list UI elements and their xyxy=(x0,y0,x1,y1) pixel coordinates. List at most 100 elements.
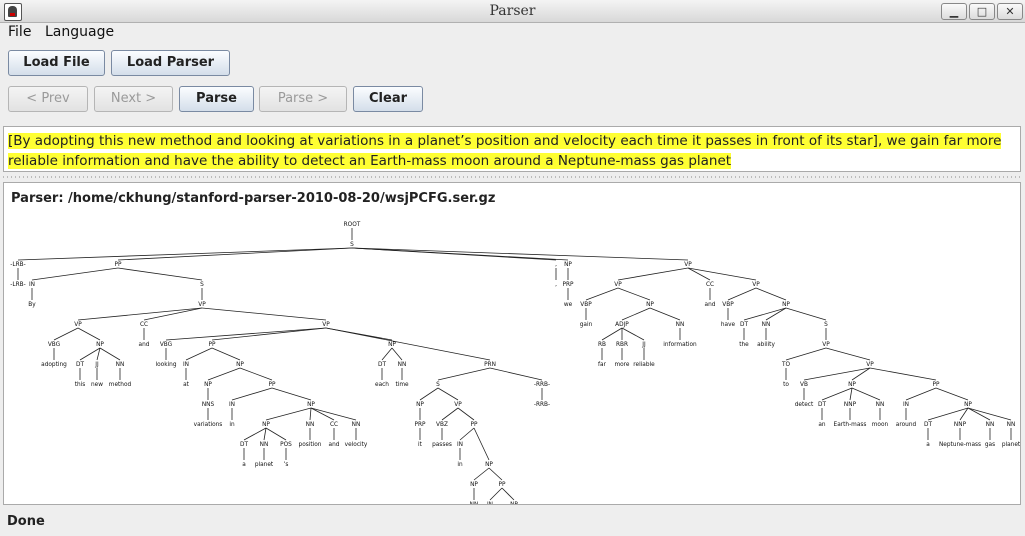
tree-node-np4: NP xyxy=(307,402,315,408)
tree-node-in_at: IN xyxy=(183,362,189,368)
tree-node-w_neptune: Neptune-mass xyxy=(939,442,981,448)
tree-node-adjp: ADJP xyxy=(615,322,629,328)
tree-node-np2: NP xyxy=(236,362,244,368)
tree-edge-prn xyxy=(325,327,491,361)
close-button[interactable]: ✕ xyxy=(997,3,1023,20)
tree-node-pp2: PP xyxy=(209,342,216,348)
maximize-button[interactable]: □ xyxy=(969,3,995,20)
tree-edge-np1 xyxy=(77,327,101,341)
sentence-line-2: reliable information and have the abilit… xyxy=(8,153,732,169)
tree-node-in_in1: IN xyxy=(229,402,235,408)
tree-edge-nn8 xyxy=(649,307,681,321)
tree-edge-dt3 xyxy=(381,347,393,361)
tree-edge-vp4 xyxy=(437,387,459,401)
tree-node-rbr: RBR xyxy=(616,342,628,348)
tree-edge-vp6 xyxy=(617,267,689,281)
tree-node-pos1: POS xyxy=(280,442,292,448)
tree-edge-nn11 xyxy=(967,407,991,421)
tree-node-dt4: DT xyxy=(740,322,748,328)
tree-node-w_a2: a xyxy=(926,442,930,448)
tree-node-dt1: DT xyxy=(76,362,84,368)
tree-node-nn3: NN xyxy=(306,422,315,428)
tree-node-jj2: JJ xyxy=(641,342,646,348)
tree-edge-in_at xyxy=(185,347,213,361)
tree-node-vp7: VP xyxy=(752,282,760,288)
tree-edge-to xyxy=(785,347,827,361)
tree-edge-in_in2 xyxy=(459,427,475,441)
tree-edge-vp9 xyxy=(825,347,871,361)
tree-edge-vb xyxy=(803,367,871,381)
prev-button[interactable]: < Prev xyxy=(8,86,88,112)
tree-node-rb: RB xyxy=(598,342,606,348)
tree-edge-in_in1 xyxy=(231,387,273,401)
tree-edge-np12 xyxy=(617,287,651,301)
tree-edge-jj2 xyxy=(621,327,645,341)
tree-node-prp2: PRP xyxy=(562,282,574,288)
tree-node-w_variations: variations xyxy=(194,422,223,428)
tree-edge-jj1 xyxy=(96,347,101,361)
tree-node-np9: NP xyxy=(470,482,478,488)
clear-button[interactable]: Clear xyxy=(353,86,423,112)
sentence-text-area[interactable]: [By adopting this new method and looking… xyxy=(3,126,1021,172)
parser-path-label: Parser: /home/ckhung/stanford-parser-201… xyxy=(11,191,496,206)
split-pane-divider[interactable] xyxy=(3,173,1021,181)
tree-node-cc1: CC xyxy=(140,322,148,328)
tree-edge-nn5 xyxy=(391,347,403,361)
tree-node-np8: NP xyxy=(485,462,493,468)
tree-edge-np7 xyxy=(419,387,439,401)
tree-node-prp1: PRP xyxy=(414,422,426,428)
tree-edge-cc2 xyxy=(310,407,335,421)
tree-edge-nn9 xyxy=(765,307,787,321)
menu-language[interactable]: Language xyxy=(45,24,115,40)
parse-button[interactable]: Parse xyxy=(179,86,254,112)
tree-edge-vbg1 xyxy=(53,327,79,341)
menu-file[interactable]: File xyxy=(8,24,32,40)
title-bar: Parser ▁ □ ✕ xyxy=(0,0,1025,23)
tree-node-vbz: VBZ xyxy=(436,422,448,428)
load-parser-button[interactable]: Load Parser xyxy=(111,50,230,76)
tree-edge-nn1 xyxy=(99,347,121,361)
tree-node-nnp1: NNP xyxy=(844,402,857,408)
java-app-icon xyxy=(4,3,22,21)
tree-node-vp2: VP xyxy=(74,322,82,328)
tree-edge-nn10 xyxy=(851,387,881,401)
tree-node-lrbw: -LRB- xyxy=(10,282,25,288)
tree-node-np7: NP xyxy=(416,402,424,408)
tree-node-w_gain: gain xyxy=(580,322,593,328)
tree-node-w_moon: moon xyxy=(872,422,889,428)
tree-edge-np11 xyxy=(351,247,569,261)
tree-edge-pp4 xyxy=(457,407,475,421)
tree-edge-np5 xyxy=(265,407,312,421)
tree-node-rrbw: -RRB- xyxy=(534,402,550,408)
tree-node-nns1: NNS xyxy=(202,402,215,408)
tree-edge-np15 xyxy=(935,387,969,401)
tree-node-w_and2: and xyxy=(329,442,340,448)
tree-node-dt6: DT xyxy=(924,422,932,428)
tree-node-w_new: new xyxy=(91,382,103,388)
parse-next-button[interactable]: Parse > xyxy=(259,86,347,112)
tree-node-np6: NP xyxy=(388,342,396,348)
tree-edge-nnp2 xyxy=(959,407,969,421)
tree-node-rrb: -RRB- xyxy=(534,382,550,388)
tree-node-w_more: more xyxy=(614,362,629,368)
tree-edge-pp3 xyxy=(239,367,273,381)
tree-node-nn6: NN xyxy=(470,502,479,504)
tree-node-np10: NP xyxy=(510,502,518,504)
tree-node-w_adopting: adopting xyxy=(41,362,67,368)
tree-edge-vbz xyxy=(441,407,459,421)
tree-node-w_time: time xyxy=(395,382,409,388)
minimize-button[interactable]: ▁ xyxy=(941,3,967,20)
tree-node-w_and3: and xyxy=(705,302,716,308)
tree-node-in_in2: IN xyxy=(457,442,463,448)
tree-node-np3: NP xyxy=(204,382,212,388)
tree-edge-lrb xyxy=(17,247,353,261)
tree-edge-dt5 xyxy=(821,387,853,401)
next-button[interactable]: Next > xyxy=(94,86,173,112)
tree-node-w_in1: in xyxy=(229,422,235,428)
tree-edge-nnp1 xyxy=(849,387,853,401)
tree-node-vbg2: VBG xyxy=(160,342,173,348)
tree-node-w_s: ’s xyxy=(284,462,289,468)
tree-node-w_it: it xyxy=(418,442,423,448)
load-file-button[interactable]: Load File xyxy=(8,50,105,76)
tree-node-root: ROOT xyxy=(344,222,361,228)
